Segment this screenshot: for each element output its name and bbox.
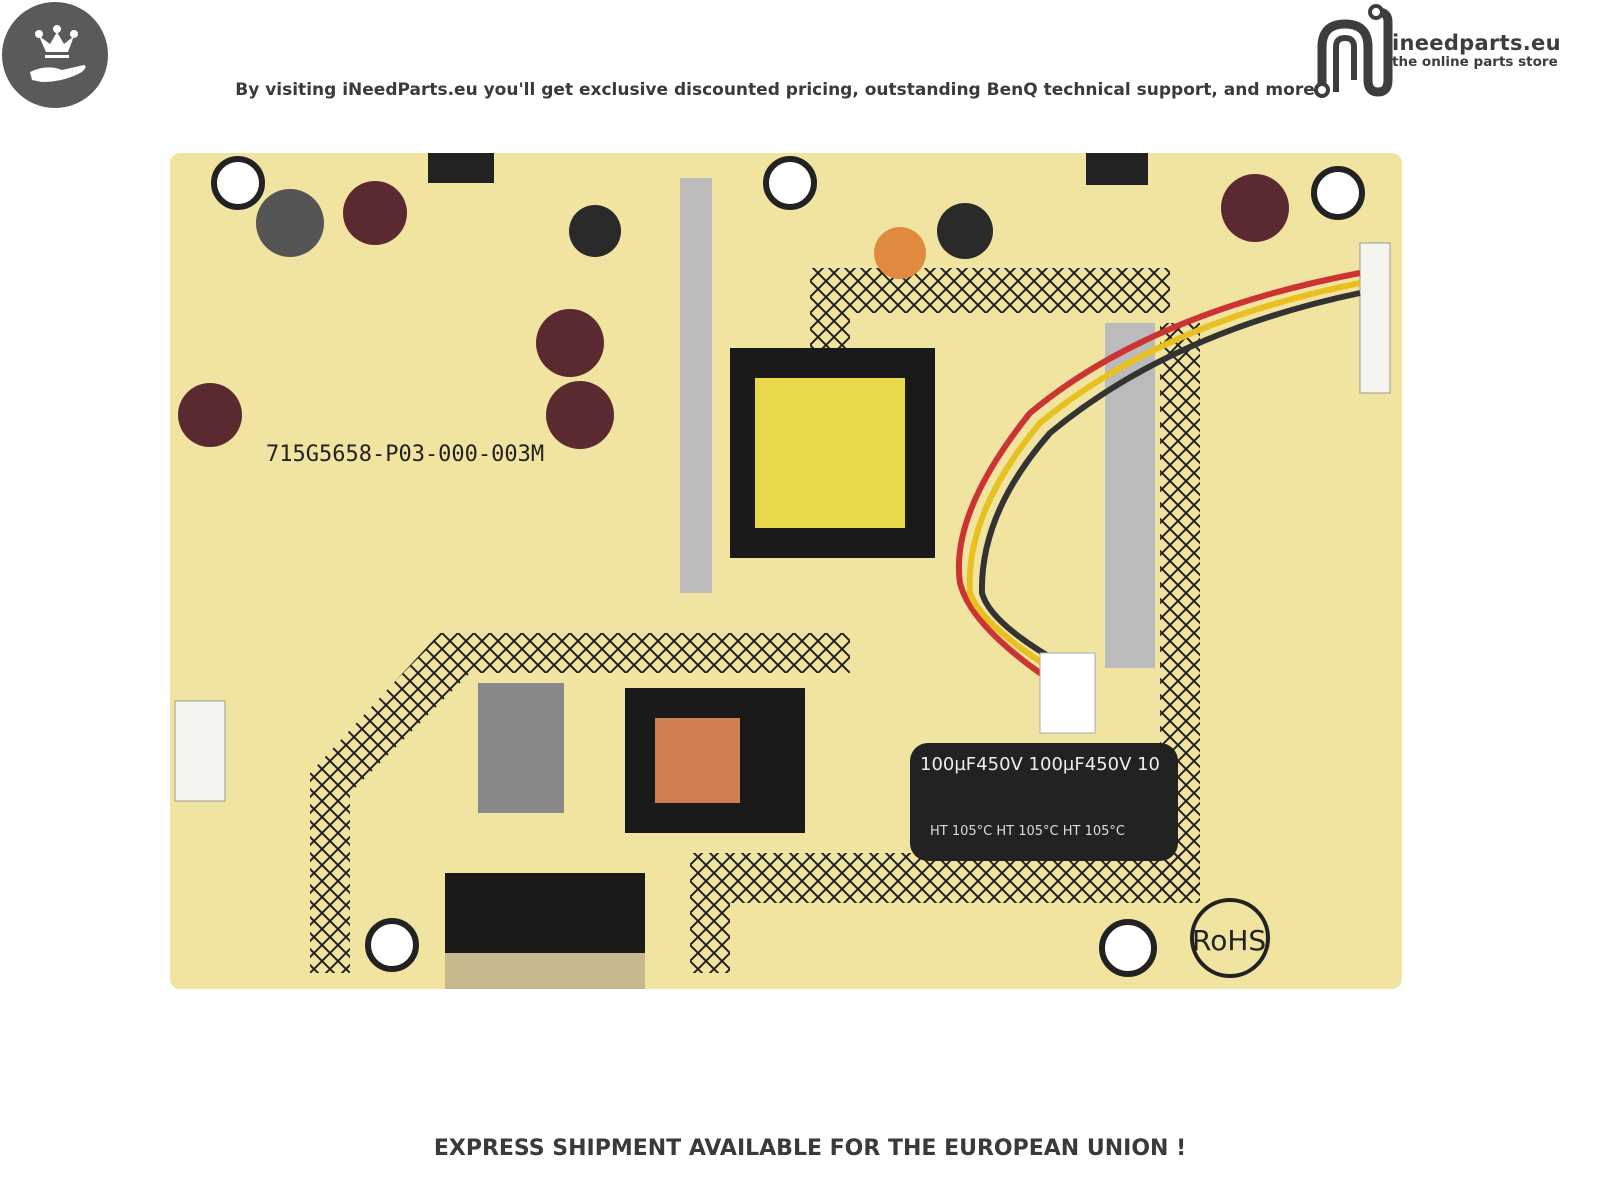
shipping-notice: EXPRESS SHIPMENT AVAILABLE FOR THE EUROP… bbox=[433, 1136, 1187, 1161]
board-marking: 715G5658-P03-000-003M bbox=[266, 442, 544, 467]
bulk-capacitor-rating: HT 105°C HT 105°C HT 105°C bbox=[930, 824, 1125, 839]
rohs-mark: RoHS bbox=[1192, 924, 1266, 957]
logo-subtitle: the online parts store bbox=[1392, 54, 1558, 70]
bulk-capacitor-marking: 100µF450V 100µF450V 10 bbox=[920, 754, 1160, 775]
ineedparts-logo-icon bbox=[1314, 4, 1393, 98]
crown-on-hand-icon bbox=[2, 2, 108, 108]
logo-name: ineedparts.eu bbox=[1392, 31, 1561, 55]
promo-tagline: By visiting iNeedParts.eu you'll get exc… bbox=[235, 80, 1315, 100]
power-board-photo: 100µF450V 100µF450V 10 HT 105°C HT 105°C… bbox=[170, 153, 1402, 989]
